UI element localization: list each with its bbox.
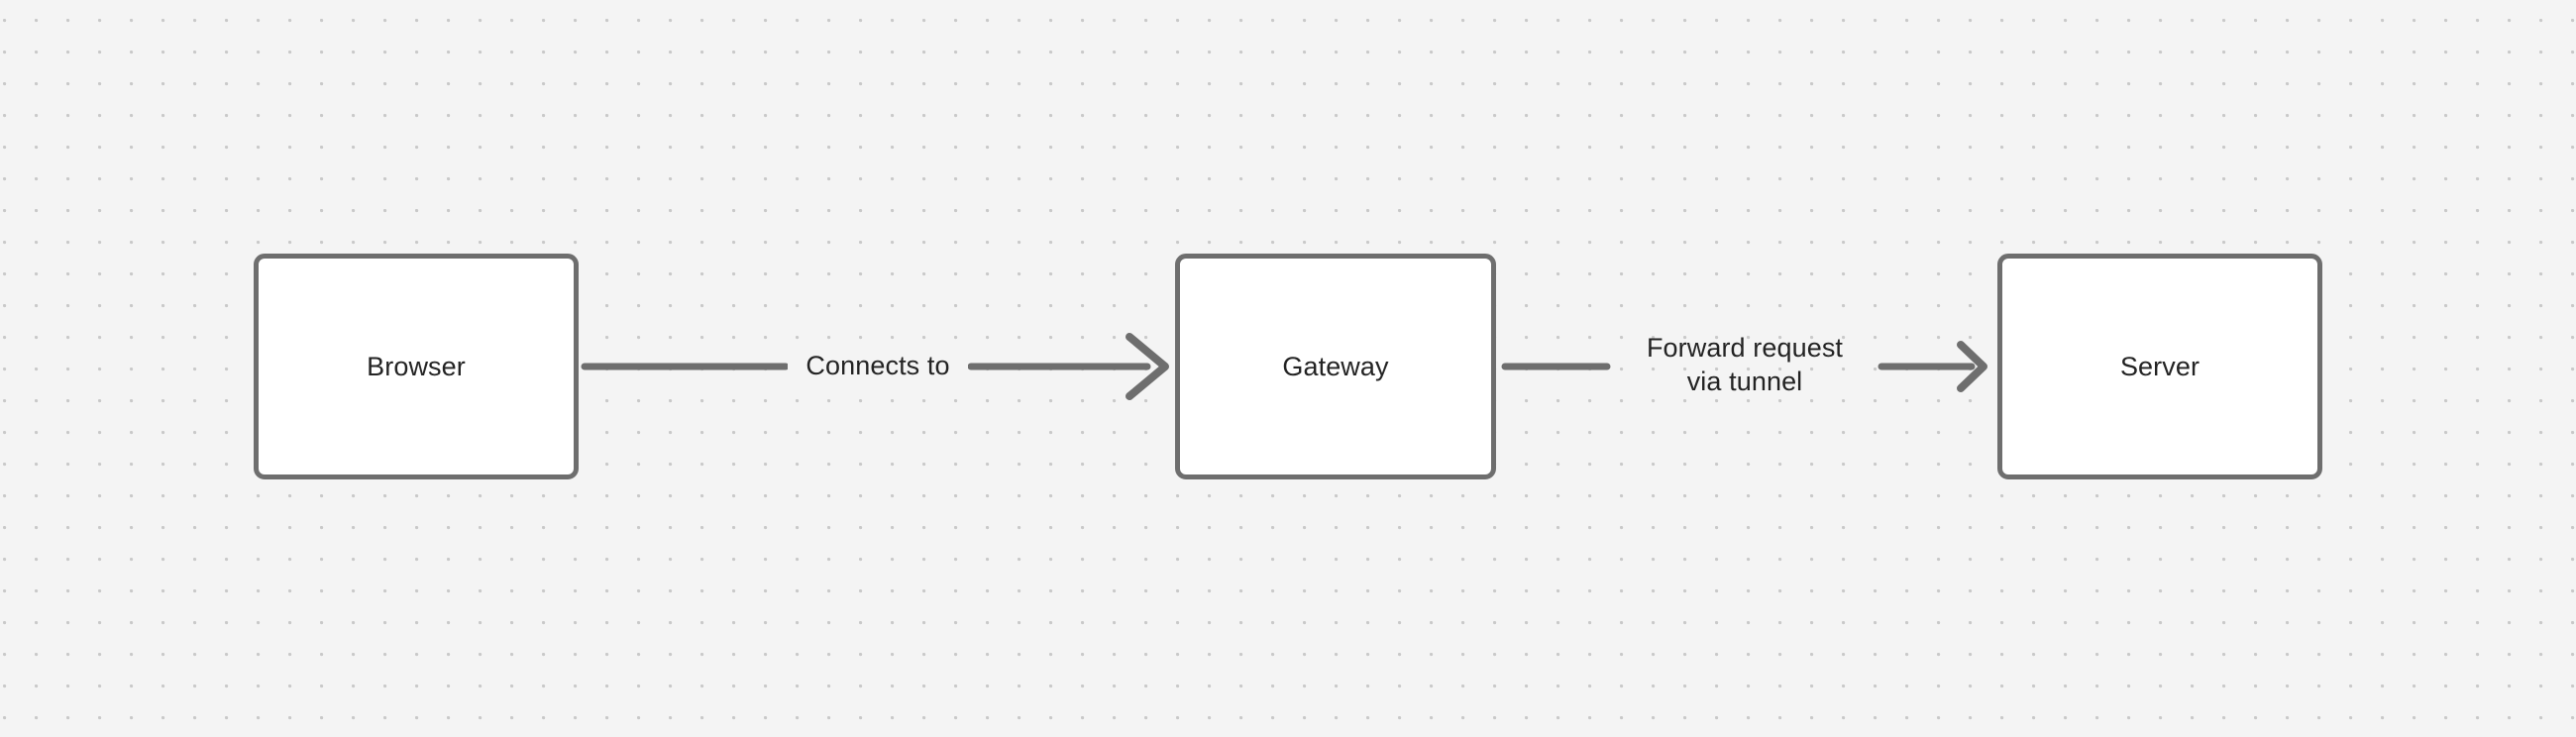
arrowhead-icon — [1957, 341, 1987, 392]
edge-label-line: Forward request — [1646, 333, 1844, 363]
node-browser[interactable]: Browser — [254, 254, 579, 479]
edge-gateway-to-server[interactable] — [1501, 341, 1987, 392]
edge-label-gateway-to-server[interactable]: Forward request via tunnel — [1611, 331, 1878, 398]
node-label: Gateway — [1282, 351, 1389, 381]
arrowhead-icon — [1126, 333, 1169, 400]
edge-label-line: Connects to — [805, 351, 950, 380]
edge-label-browser-to-gateway[interactable]: Connects to — [788, 349, 968, 382]
node-label: Browser — [367, 351, 466, 381]
node-gateway[interactable]: Gateway — [1175, 254, 1496, 479]
edge-label-line: via tunnel — [1686, 367, 1803, 396]
node-label: Server — [2119, 351, 2200, 381]
node-server[interactable]: Server — [1997, 254, 2322, 479]
edge-browser-to-gateway[interactable] — [581, 333, 1169, 400]
